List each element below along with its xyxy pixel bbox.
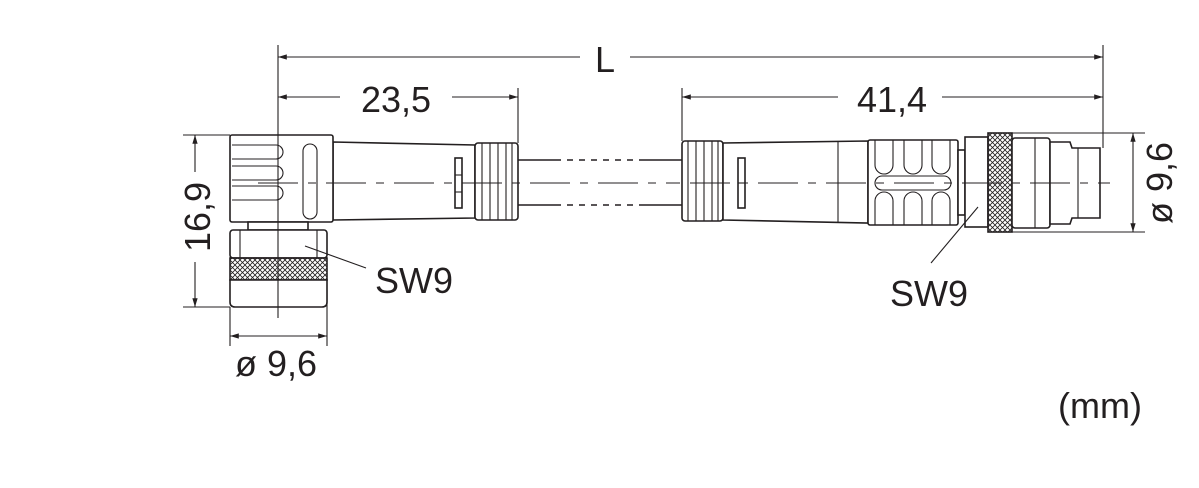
unit-label: (mm) (1058, 385, 1142, 426)
dimension-left-height: 16,9 (177, 135, 218, 307)
dimension-label-16-9: 16,9 (177, 182, 218, 252)
dimension-right-diameter: ø 9,6 (1130, 133, 1180, 232)
left-sw9-label: SW9 (375, 260, 453, 301)
dimension-label-23-5: 23,5 (361, 79, 431, 120)
left-wrench-size-callout: SW9 (304, 245, 453, 301)
dimension-label-L: L (595, 39, 615, 80)
left-angled-connector (229, 134, 519, 318)
dimension-left-diameter: ø 9,6 (230, 333, 327, 384)
right-wrench-size-callout: SW9 (890, 206, 979, 314)
dimension-label-right-diameter: ø 9,6 (1139, 142, 1180, 224)
dimension-right-connector-length: 41,4 (682, 79, 1103, 120)
cable (518, 159, 682, 206)
dimension-label-left-diameter: ø 9,6 (235, 343, 317, 384)
right-sw9-label: SW9 (890, 273, 968, 314)
dimension-overall-length: L (278, 39, 1103, 80)
dimension-label-41-4: 41,4 (857, 79, 927, 120)
dimension-left-connector-length: 23,5 (278, 79, 518, 120)
